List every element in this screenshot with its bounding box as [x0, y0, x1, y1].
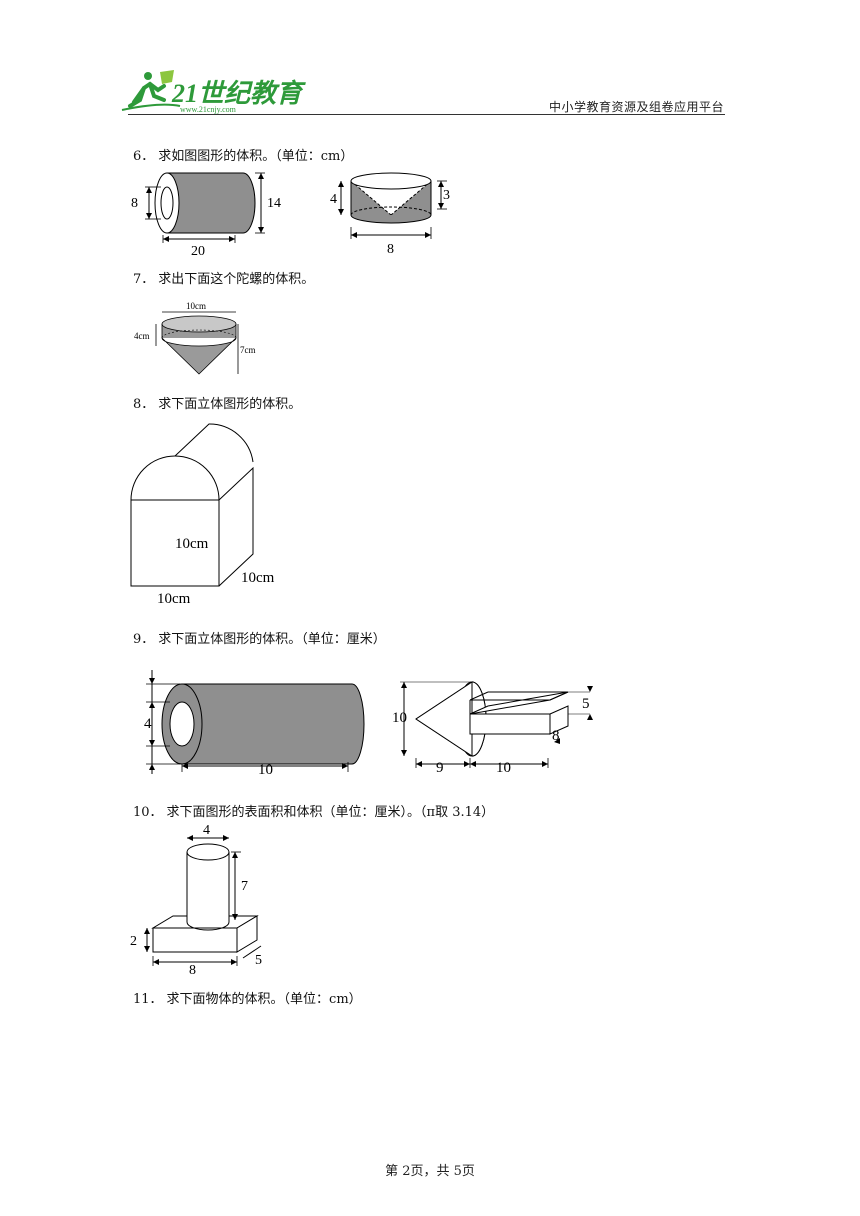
question-7: 7．求出下面这个陀螺的体积。: [133, 272, 315, 287]
svg-text:10: 10: [258, 762, 273, 778]
svg-text:5: 5: [255, 953, 262, 968]
hollow-cylinder-q9a: 4 10: [144, 670, 365, 778]
svg-text:10: 10: [496, 760, 511, 776]
figure-q10-cylinder-on-box: 4 7 2 8 5: [130, 823, 262, 978]
question-10: 10．求下面图形的表面积和体积（单位：厘米）。（π取 3.14）: [133, 805, 495, 820]
runner-logo-icon: [121, 70, 181, 111]
header-divider: [128, 114, 725, 115]
svg-text:10cm: 10cm: [241, 570, 275, 586]
figure-q9: 4 10 10 9 10 5 8: [144, 670, 593, 778]
question-11: 11．求下面物体的体积。（单位：cm）: [133, 992, 362, 1007]
svg-text:8: 8: [552, 728, 560, 744]
svg-text:9: 9: [436, 760, 444, 776]
logo-url: www.21cnjy.com: [180, 105, 237, 114]
svg-text:4: 4: [203, 823, 210, 838]
figure-q7-spinning-top: 10cm 4cm 7cm: [134, 301, 256, 375]
svg-text:14: 14: [267, 196, 281, 211]
figure-q6: 8 14 20 4 3: [131, 172, 450, 259]
svg-text:10cm: 10cm: [175, 536, 209, 552]
svg-text:10cm: 10cm: [186, 301, 206, 311]
svg-text:8: 8: [131, 196, 138, 211]
svg-text:7: 7: [241, 879, 248, 894]
svg-text:4cm: 4cm: [134, 331, 150, 341]
svg-text:2: 2: [130, 934, 137, 949]
question-8: 8．求下面立体图形的体积。: [133, 397, 302, 412]
figure-q8-arch-solid: 10cm 10cm 10cm: [130, 423, 275, 607]
svg-text:10cm: 10cm: [157, 591, 191, 607]
svg-text:5: 5: [582, 696, 590, 712]
page-footer: 第 2页，共 5页: [385, 1164, 475, 1179]
svg-text:7cm: 7cm: [240, 345, 256, 355]
cone-cylinder-box-q9b: 10 9 10 5 8: [392, 681, 593, 776]
platform-name: 中小学教育资源及组卷应用平台: [548, 100, 724, 114]
svg-text:3: 3: [443, 188, 450, 203]
svg-text:4: 4: [330, 192, 337, 207]
logo-text: 21世纪教育: [171, 79, 306, 108]
svg-text:4: 4: [144, 716, 152, 732]
hollow-cylinder-q6a: 8 14 20: [131, 172, 281, 259]
cylinder-cone-cut-q6b: 4 3 8: [330, 172, 450, 257]
svg-text:8: 8: [189, 963, 196, 978]
svg-text:10: 10: [392, 710, 407, 726]
svg-text:20: 20: [191, 244, 205, 259]
question-9: 9．求下面立体图形的体积。（单位：厘米）: [133, 632, 386, 647]
svg-text:8: 8: [387, 242, 394, 257]
site-logo: 21世纪教育 www.21cnjy.com: [120, 66, 306, 114]
question-6: 6．求如图图形的体积。（单位：cm）: [133, 149, 354, 164]
